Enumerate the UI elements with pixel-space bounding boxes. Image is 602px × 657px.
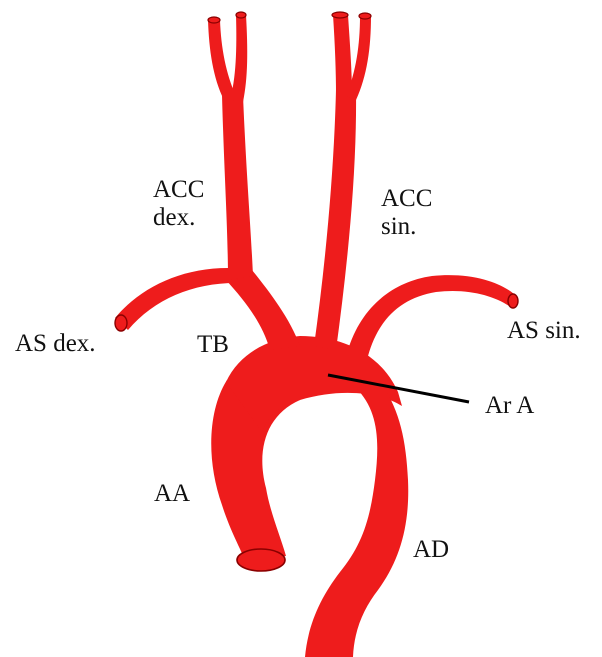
right-internal-carotid-opening xyxy=(208,17,220,23)
label-acc-sin-line1: ACC xyxy=(381,185,432,213)
left-subclavian-artery xyxy=(348,275,514,356)
left-common-carotid-artery xyxy=(314,90,356,350)
label-acc-dex-line1: ACC xyxy=(153,176,204,204)
right-external-carotid-opening xyxy=(236,12,246,18)
label-ad: AD xyxy=(413,537,449,563)
right-internal-carotid xyxy=(208,20,236,100)
left-internal-carotid-opening xyxy=(332,12,348,18)
label-acc-dex-line2: dex. xyxy=(153,204,204,232)
vessel-tree xyxy=(115,12,518,657)
label-as-sin: AS sin. xyxy=(507,318,581,344)
label-acc-sin: ACC sin. xyxy=(381,185,432,241)
left-external-carotid-opening xyxy=(359,13,371,19)
label-acc-dex: ACC dex. xyxy=(153,176,204,232)
right-external-carotid xyxy=(230,15,247,102)
label-aa: AA xyxy=(154,481,190,507)
descending-aorta xyxy=(305,384,408,657)
label-as-dex: AS dex. xyxy=(15,331,96,357)
ascending-aorta-opening xyxy=(237,549,285,571)
left-internal-carotid xyxy=(333,15,352,95)
right-common-carotid-artery xyxy=(222,95,253,280)
label-tb: TB xyxy=(197,332,229,358)
right-subclavian-artery xyxy=(115,268,240,330)
label-ar-a: Ar A xyxy=(485,393,534,419)
label-acc-sin-line2: sin. xyxy=(381,213,432,241)
right-subclavian-opening xyxy=(115,315,127,331)
left-subclavian-opening xyxy=(508,294,518,308)
